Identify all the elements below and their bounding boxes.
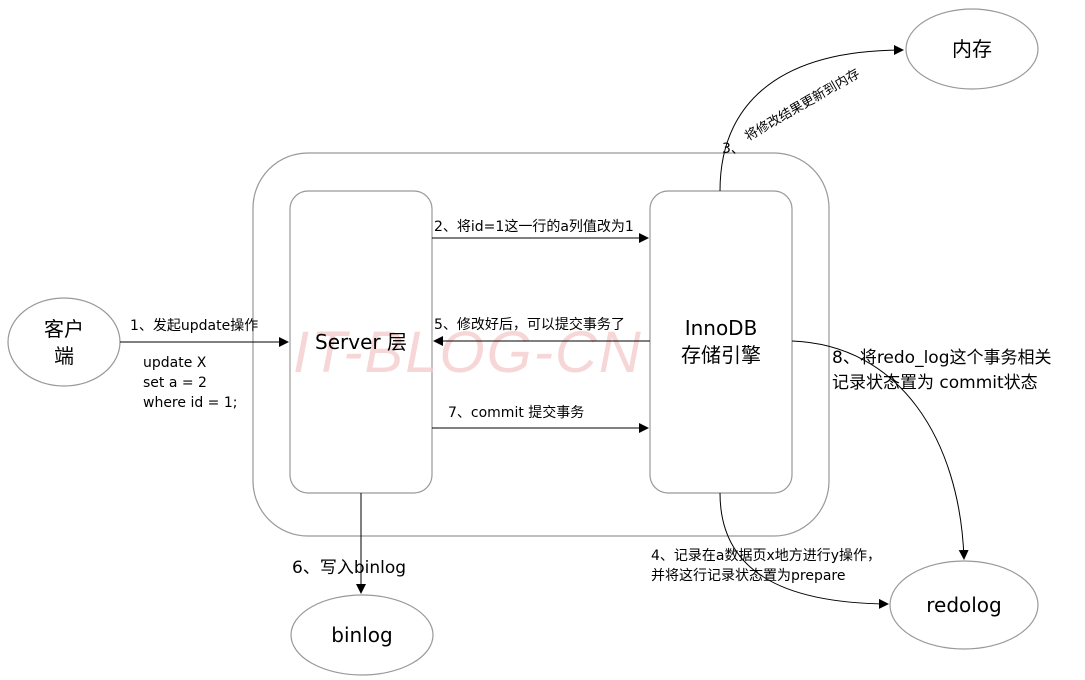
- memory-node: [905, 8, 1039, 90]
- client-label-line1: 客户: [44, 317, 84, 341]
- client-node: [7, 297, 121, 387]
- edge-4-label-line2: 并将这行记录状态置为prepare: [651, 567, 845, 584]
- innodb-label-line1: InnoDB: [685, 316, 758, 340]
- binlog-label: binlog: [331, 623, 392, 647]
- edge-3-label: 将修改结果更新到内存: [742, 66, 863, 145]
- innodb-box: [649, 190, 793, 494]
- edge-1-label: 1、发起update操作: [130, 318, 258, 334]
- innodb-label-line2: 存储引擎: [681, 343, 761, 367]
- edge-8-label-line2: 记录状态置为 commit状态: [832, 373, 1038, 393]
- edge-2-label: 2、将id=1这一行的a列值改为1: [434, 218, 634, 235]
- sql-line-1: update X: [143, 355, 207, 371]
- binlog-node: [290, 594, 434, 676]
- sql-line-2: set a = 2: [143, 375, 207, 391]
- redolog-label: redolog: [926, 593, 1002, 617]
- edge-4-arrow: [719, 492, 889, 609]
- client-label-line2: 端: [54, 344, 74, 368]
- edge-6-label: 6、写入binlog: [292, 558, 406, 578]
- redolog-node: [889, 560, 1039, 650]
- memory-label: 内存: [952, 37, 992, 61]
- server-label: Server 层: [315, 330, 407, 354]
- edge-3-arrow: [719, 45, 904, 192]
- edge-5-label: 5、修改好后，可以提交事务了: [434, 316, 625, 333]
- edge-3-number: 3、: [722, 141, 745, 157]
- edge-8-arrow: [791, 340, 969, 560]
- edge-8-label-line1: 8、将redo_log这个事务相关: [832, 348, 1052, 368]
- edge-7-label: 7、commit 提交事务: [448, 404, 584, 421]
- sql-line-3: where id = 1;: [143, 395, 237, 411]
- edge-4-label-line1: 4、记录在a数据页x地方进行y操作，: [651, 548, 881, 564]
- watermark: IT-BLOG-CN: [293, 320, 643, 385]
